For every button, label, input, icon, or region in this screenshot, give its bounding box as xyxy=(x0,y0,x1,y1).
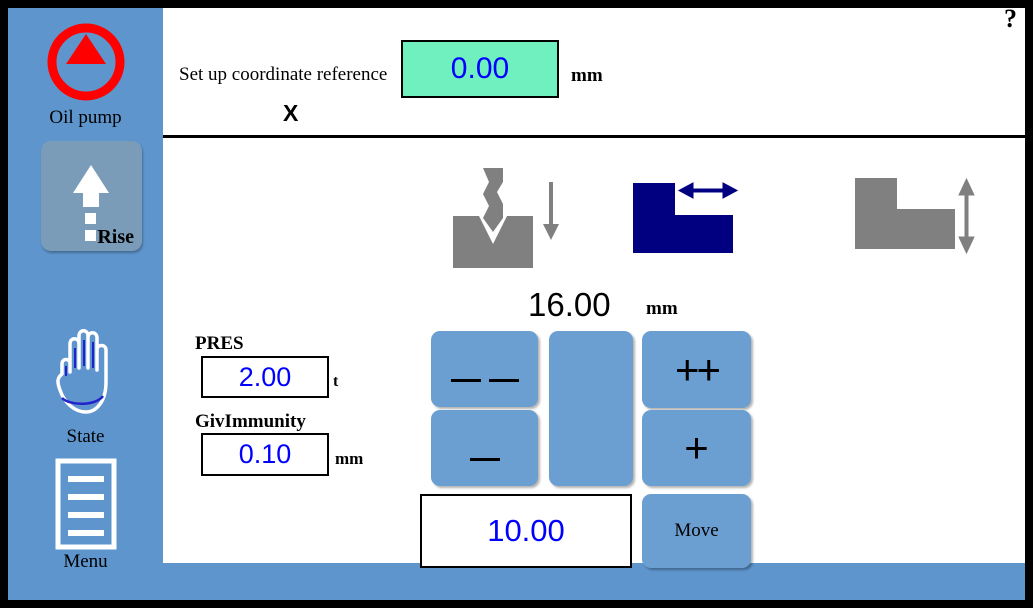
immunity-input[interactable]: 0.10 xyxy=(201,433,329,476)
sidebar-item-rise[interactable]: Rise xyxy=(41,141,142,251)
dash-icon xyxy=(469,426,500,471)
coordinate-reference-value: 0.00 xyxy=(450,52,510,85)
horizontal-part-diagram xyxy=(633,173,743,263)
sidebar-item-oil-pump[interactable]: Oil pump xyxy=(8,20,163,127)
coordinate-unit-label: mm xyxy=(571,65,603,86)
sidebar-item-state[interactable]: State xyxy=(8,320,163,446)
vertical-part-diagram xyxy=(855,173,980,268)
sidebar-item-label-menu: Menu xyxy=(63,551,108,572)
coordinate-reference-input[interactable]: 0.00 xyxy=(401,40,559,98)
decrement-large-button[interactable] xyxy=(431,331,538,407)
main-content: ? Set up coordinate reference X 0.00 mm xyxy=(163,8,1025,568)
punch-die-diagram xyxy=(453,168,563,278)
axis-label: X xyxy=(283,100,299,126)
step-value-input[interactable]: 10.00 xyxy=(420,494,632,568)
up-arrow-icon xyxy=(41,165,142,255)
pressure-unit-label: t xyxy=(333,373,339,390)
sidebar-item-label-state: State xyxy=(66,426,105,447)
increment-button[interactable]: + xyxy=(642,410,751,486)
step-value: 10.00 xyxy=(487,513,565,548)
sidebar-item-label-oil-pump: Oil pump xyxy=(49,107,122,128)
pressure-value: 2.00 xyxy=(238,361,292,392)
list-document-icon xyxy=(55,458,117,550)
help-icon[interactable]: ? xyxy=(1004,8,1017,33)
sidebar: Oil pump Rise xyxy=(8,8,163,600)
pressure-label: PRES xyxy=(195,333,244,354)
decrement-button[interactable] xyxy=(431,410,538,486)
sidebar-item-label-rise: Rise xyxy=(97,226,134,248)
hand-icon xyxy=(46,320,126,425)
move-button[interactable]: Move xyxy=(642,494,751,568)
immunity-unit-label: mm xyxy=(335,449,364,468)
sidebar-item-menu[interactable]: Menu xyxy=(8,458,163,571)
header-divider xyxy=(163,135,1025,138)
pressure-input[interactable]: 2.00 xyxy=(201,356,329,398)
immunity-label: GivImmunity xyxy=(195,411,306,432)
increment-large-button[interactable]: ++ xyxy=(642,331,751,408)
setup-coordinate-label: Set up coordinate reference xyxy=(179,64,388,85)
position-readout-unit: mm xyxy=(646,298,678,319)
immunity-value: 0.10 xyxy=(238,439,292,469)
position-readout-value: 16.00 xyxy=(528,286,611,323)
middle-blank-button[interactable] xyxy=(549,331,633,486)
gauge-icon xyxy=(44,20,128,104)
double-dash-icon xyxy=(450,347,519,392)
window-inner: Oil pump Rise xyxy=(8,8,1025,600)
